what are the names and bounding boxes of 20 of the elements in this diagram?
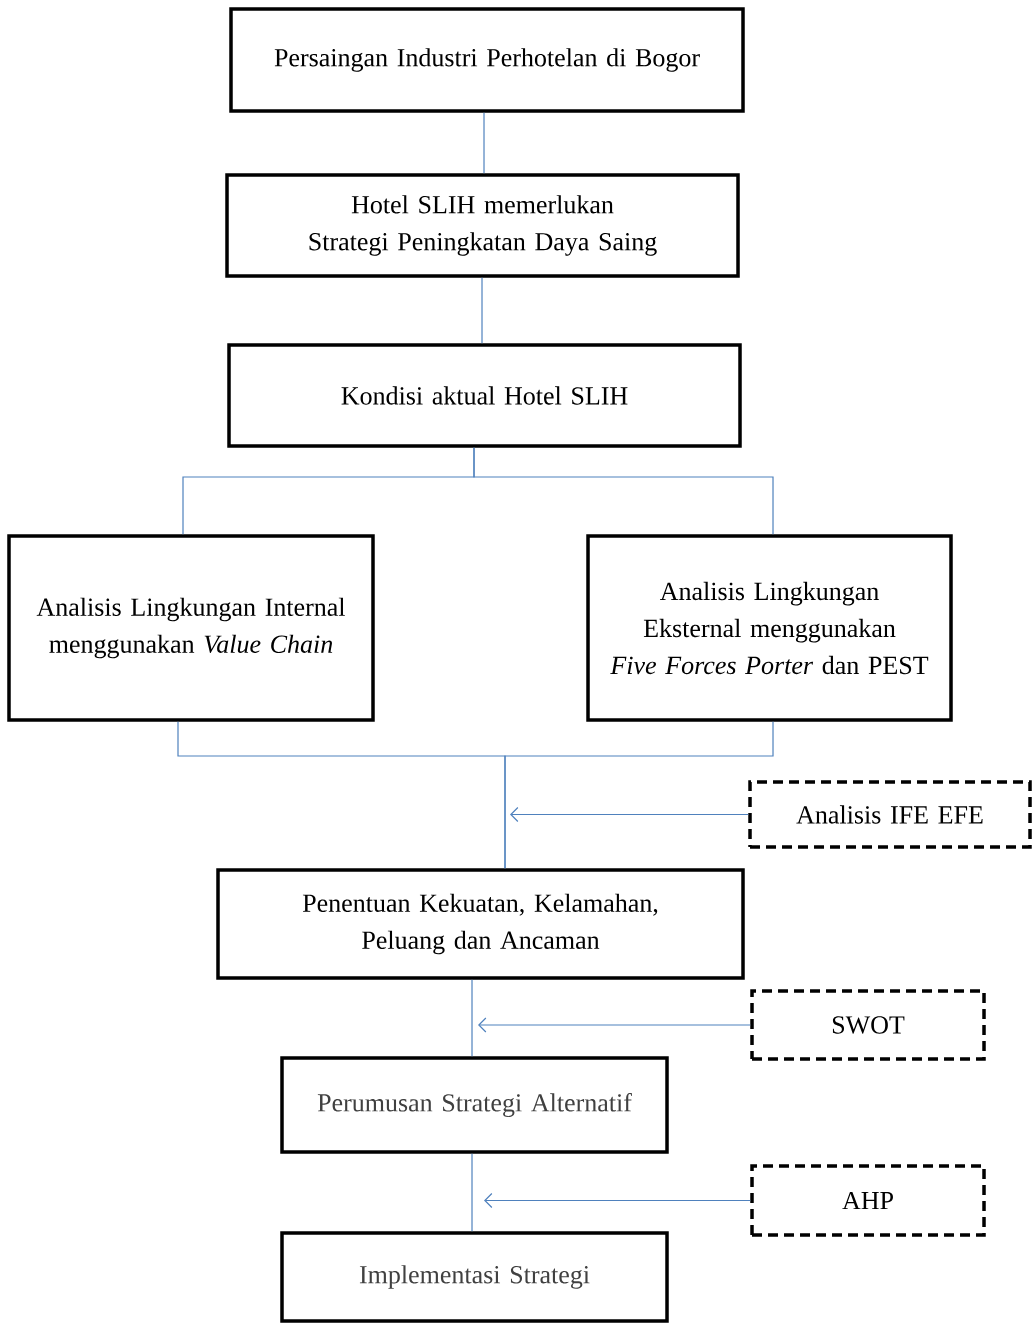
process-box: Hotel SLIH memerlukan Strategi Peningkatan Daya Saing xyxy=(225,173,740,278)
arrow xyxy=(478,1017,751,1033)
connector-line xyxy=(473,447,774,535)
connector-line xyxy=(481,277,483,344)
dashed-method-box: SWOT xyxy=(750,989,986,1061)
process-box: Persaingan Industri Perhotelan di Bogor xyxy=(229,7,745,113)
connector-line xyxy=(471,1153,473,1232)
process-box: Analisis Lingkungan Eksternal menggunakan Five Forces Porter dan PEST xyxy=(586,534,953,722)
process-box: Kondisi aktual Hotel SLIH xyxy=(227,343,742,448)
dashed-method-box: Analisis IFE EFE xyxy=(748,780,1032,849)
arrow xyxy=(510,806,749,823)
connector-line xyxy=(483,112,485,174)
process-box: Perumusan Strategi Alternatif xyxy=(280,1056,669,1154)
process-box: Implementasi Strategi xyxy=(280,1231,669,1323)
arrow xyxy=(484,1192,751,1209)
process-box: Analisis Lingkungan Internal menggunakan Value Chain xyxy=(7,534,375,722)
process-box: Penentuan Kekuatan, Kelamahan, Peluang dan Ancaman xyxy=(216,868,745,980)
connector-line xyxy=(504,721,774,869)
dashed-method-box: AHP xyxy=(750,1164,986,1237)
connector-line xyxy=(471,979,473,1057)
